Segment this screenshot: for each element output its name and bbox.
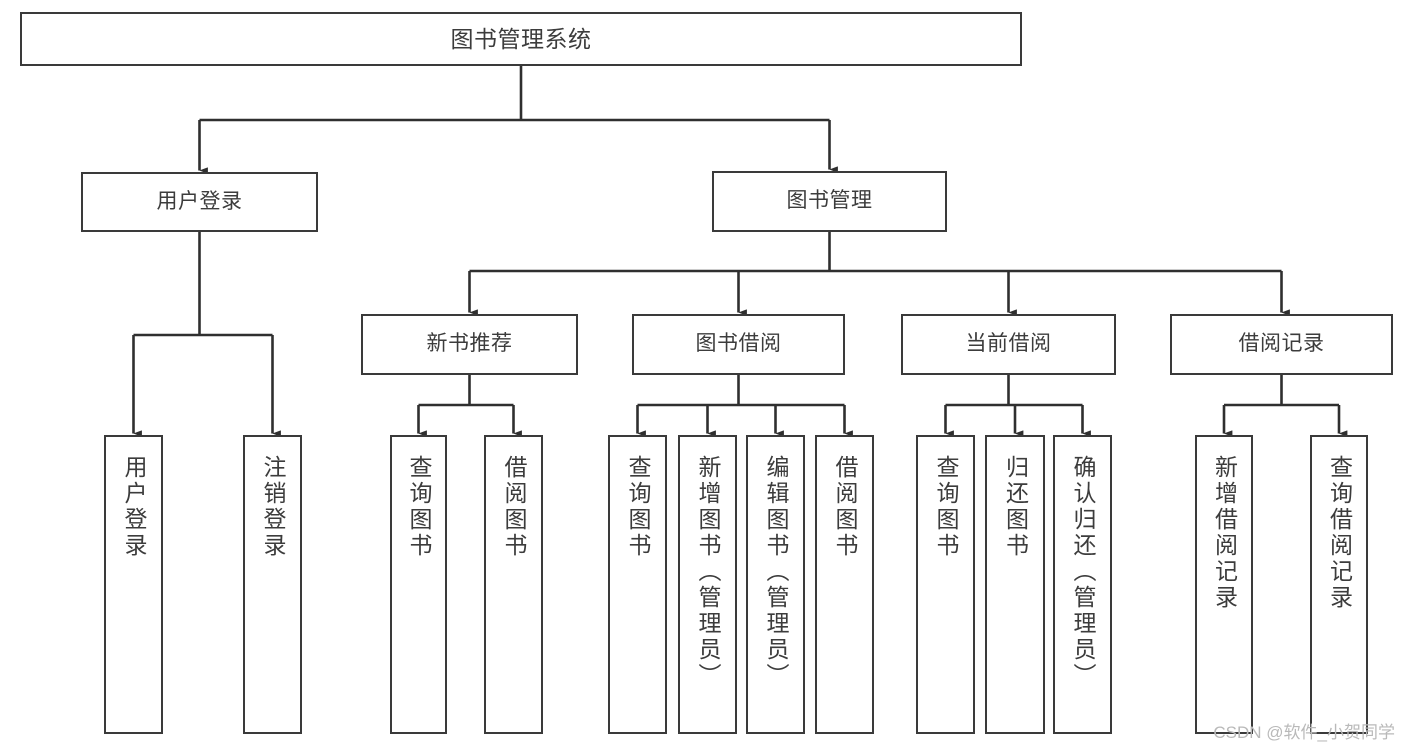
node-leaf-add-record[interactable]: 新增借阅记录 [1195, 435, 1253, 734]
node-user-login[interactable]: 用户登录 [81, 172, 318, 232]
node-new-book-rec[interactable]: 新书推荐 [361, 314, 578, 375]
node-label-root: 图书管理系统 [450, 25, 592, 52]
node-label-leaf-borrow-book-2: 借阅图书 [832, 455, 858, 559]
node-label-leaf-query-book-1: 查询图书 [406, 455, 432, 559]
node-leaf-return-book[interactable]: 归还图书 [985, 435, 1045, 734]
node-label-leaf-user-login: 用户登录 [121, 455, 147, 559]
node-leaf-user-login[interactable]: 用户登录 [104, 435, 163, 734]
node-label-leaf-borrow-book-1: 借阅图书 [501, 455, 527, 559]
node-borrow-record[interactable]: 借阅记录 [1170, 314, 1393, 375]
node-label-book-borrow: 图书借阅 [695, 332, 782, 356]
node-label-user-login: 用户登录 [156, 189, 243, 213]
node-label-leaf-query-book-3: 查询图书 [933, 455, 959, 559]
node-root[interactable]: 图书管理系统 [20, 12, 1022, 66]
node-label-current-borrow: 当前借阅 [965, 332, 1052, 356]
node-leaf-logout[interactable]: 注销登录 [243, 435, 302, 734]
node-leaf-add-book[interactable]: 新增图书（管理员） [678, 435, 737, 734]
node-label-leaf-confirm-ret: 确认归还（管理员） [1070, 455, 1096, 689]
node-leaf-confirm-ret[interactable]: 确认归还（管理员） [1053, 435, 1112, 734]
node-leaf-query-book-3[interactable]: 查询图书 [916, 435, 975, 734]
node-label-leaf-return-book: 归还图书 [1002, 455, 1029, 559]
node-label-leaf-add-book: 新增图书（管理员） [695, 455, 721, 689]
edge-group [132, 66, 1348, 437]
node-leaf-borrow-book-1[interactable]: 借阅图书 [484, 435, 543, 734]
node-label-leaf-query-record: 查询借阅记录 [1326, 455, 1353, 611]
node-label-new-book-rec: 新书推荐 [426, 332, 513, 356]
node-leaf-borrow-book-2[interactable]: 借阅图书 [815, 435, 874, 734]
node-label-borrow-record: 借阅记录 [1238, 332, 1325, 356]
node-label-leaf-query-book-2: 查询图书 [625, 455, 651, 559]
node-leaf-edit-book[interactable]: 编辑图书（管理员） [746, 435, 805, 734]
node-label-leaf-edit-book: 编辑图书（管理员） [763, 455, 789, 689]
node-label-book-mgmt: 图书管理 [786, 189, 873, 213]
node-label-leaf-logout: 注销登录 [260, 455, 286, 559]
node-leaf-query-record[interactable]: 查询借阅记录 [1310, 435, 1368, 734]
node-label-leaf-add-record: 新增借阅记录 [1211, 455, 1238, 611]
node-book-mgmt[interactable]: 图书管理 [712, 171, 947, 232]
node-book-borrow[interactable]: 图书借阅 [632, 314, 845, 375]
node-current-borrow[interactable]: 当前借阅 [901, 314, 1116, 375]
node-leaf-query-book-2[interactable]: 查询图书 [608, 435, 667, 734]
node-leaf-query-book-1[interactable]: 查询图书 [390, 435, 447, 734]
